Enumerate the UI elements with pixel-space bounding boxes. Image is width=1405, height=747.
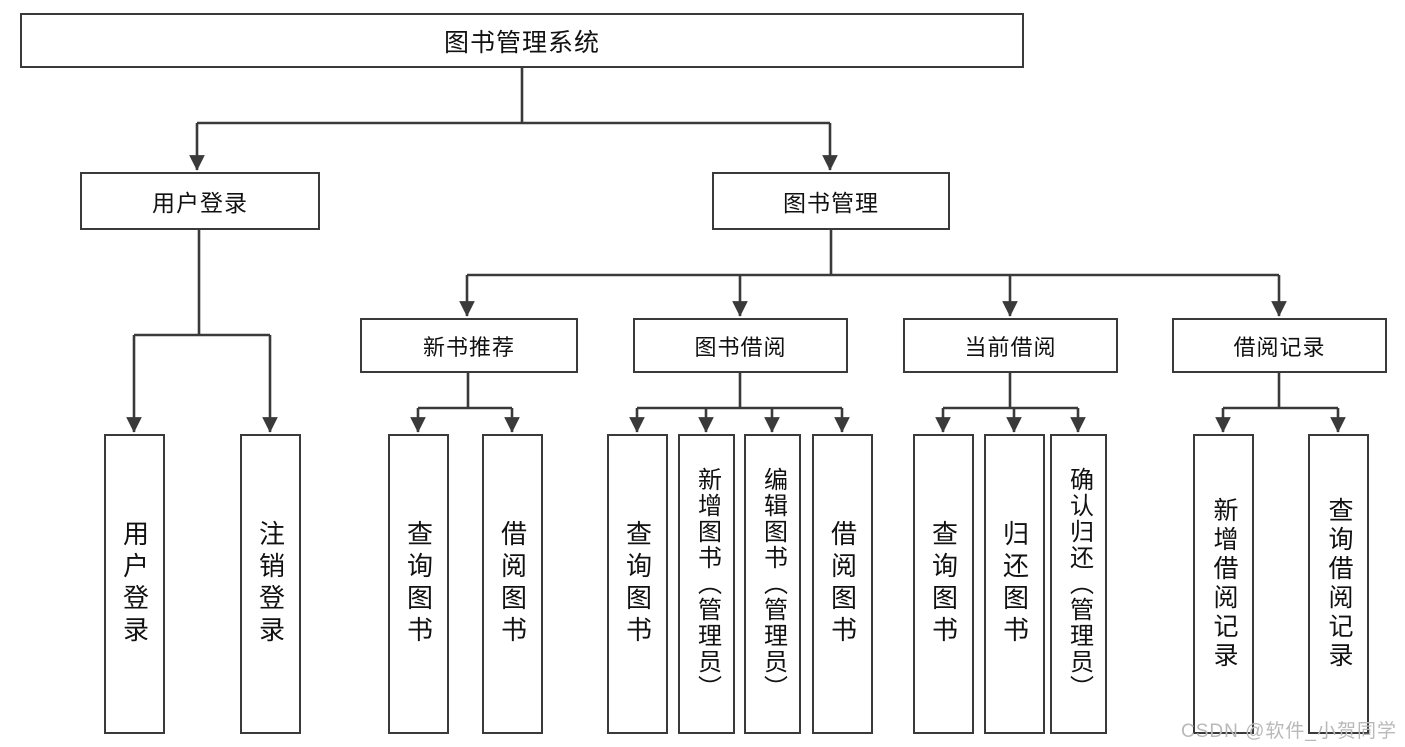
leaf-return-book-label: 归还图书 bbox=[999, 520, 1030, 648]
leaf-logout[interactable]: 注销登录 bbox=[240, 434, 301, 734]
node-user-login-label: 用户登录 bbox=[152, 190, 248, 216]
leaf-user-login-label: 用户登录 bbox=[119, 520, 150, 648]
leaf-query-book-current-label: 查询图书 bbox=[928, 520, 959, 648]
leaf-query-book-newbook[interactable]: 查询图书 bbox=[388, 434, 449, 734]
node-root-label: 图书管理系统 bbox=[443, 28, 600, 57]
node-book-borrow-label: 图书借阅 bbox=[694, 334, 787, 360]
leaf-add-book-admin-label: 新增图书（管理员） bbox=[693, 467, 721, 701]
leaf-borrow-book-borrow[interactable]: 借阅图书 bbox=[812, 434, 873, 734]
node-borrow-record-label: 借阅记录 bbox=[1233, 334, 1326, 360]
leaf-return-book[interactable]: 归还图书 bbox=[984, 434, 1045, 734]
leaf-query-borrow-record[interactable]: 查询借阅记录 bbox=[1308, 434, 1369, 734]
node-new-book-recommend-label: 新书推荐 bbox=[422, 334, 515, 360]
leaf-edit-book-admin-label: 编辑图书（管理员） bbox=[759, 467, 787, 701]
leaf-borrow-book-borrow-label: 借阅图书 bbox=[827, 520, 858, 648]
leaf-query-book-current[interactable]: 查询图书 bbox=[913, 434, 974, 734]
leaf-edit-book-admin[interactable]: 编辑图书（管理员） bbox=[744, 434, 801, 734]
leaf-add-borrow-record[interactable]: 新增借阅记录 bbox=[1193, 434, 1254, 734]
node-root[interactable]: 图书管理系统 bbox=[20, 13, 1024, 68]
leaf-user-login[interactable]: 用户登录 bbox=[104, 434, 165, 734]
node-current-borrow-label: 当前借阅 bbox=[964, 334, 1057, 360]
leaf-query-book-borrow[interactable]: 查询图书 bbox=[607, 434, 668, 734]
watermark: CSDN @软件_小贺同学 bbox=[1181, 721, 1397, 742]
node-user-login[interactable]: 用户登录 bbox=[80, 172, 320, 230]
node-borrow-record[interactable]: 借阅记录 bbox=[1172, 318, 1387, 373]
leaf-add-book-admin[interactable]: 新增图书（管理员） bbox=[678, 434, 735, 734]
node-book-management-label: 图书管理 bbox=[783, 190, 879, 216]
node-new-book-recommend[interactable]: 新书推荐 bbox=[360, 318, 578, 373]
leaf-query-book-newbook-label: 查询图书 bbox=[403, 520, 434, 648]
leaf-query-book-borrow-label: 查询图书 bbox=[622, 520, 653, 648]
leaf-confirm-return-admin-label: 确认归还（管理员） bbox=[1065, 467, 1093, 701]
node-current-borrow[interactable]: 当前借阅 bbox=[903, 318, 1118, 373]
leaf-add-borrow-record-label: 新增借阅记录 bbox=[1210, 497, 1238, 671]
node-book-management[interactable]: 图书管理 bbox=[712, 172, 950, 230]
leaf-borrow-book-newbook[interactable]: 借阅图书 bbox=[482, 434, 543, 734]
leaf-logout-label: 注销登录 bbox=[255, 520, 286, 648]
leaf-query-borrow-record-label: 查询借阅记录 bbox=[1325, 497, 1353, 671]
leaf-borrow-book-newbook-label: 借阅图书 bbox=[497, 520, 528, 648]
leaf-confirm-return-admin[interactable]: 确认归还（管理员） bbox=[1050, 434, 1107, 734]
node-book-borrow[interactable]: 图书借阅 bbox=[633, 318, 848, 373]
